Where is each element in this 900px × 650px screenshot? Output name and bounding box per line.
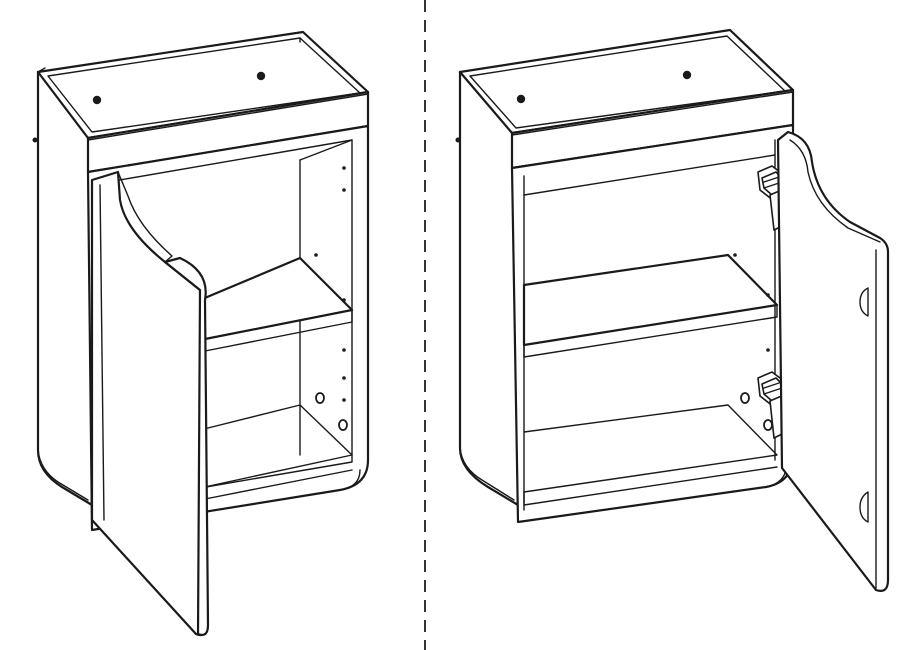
mount-hole — [256, 71, 266, 81]
door-notch — [859, 491, 869, 523]
door-notch — [859, 287, 869, 317]
mount-hole — [682, 70, 692, 80]
left-side-panel — [458, 70, 520, 507]
left-side-panel — [36, 70, 94, 507]
cabinet-left-view — [32, 30, 370, 637]
mount-hole — [516, 94, 526, 104]
door-edge — [163, 256, 210, 637]
mount-hole — [92, 95, 102, 105]
cabinet-door — [776, 130, 890, 592]
cabinet-right-view — [455, 28, 890, 592]
